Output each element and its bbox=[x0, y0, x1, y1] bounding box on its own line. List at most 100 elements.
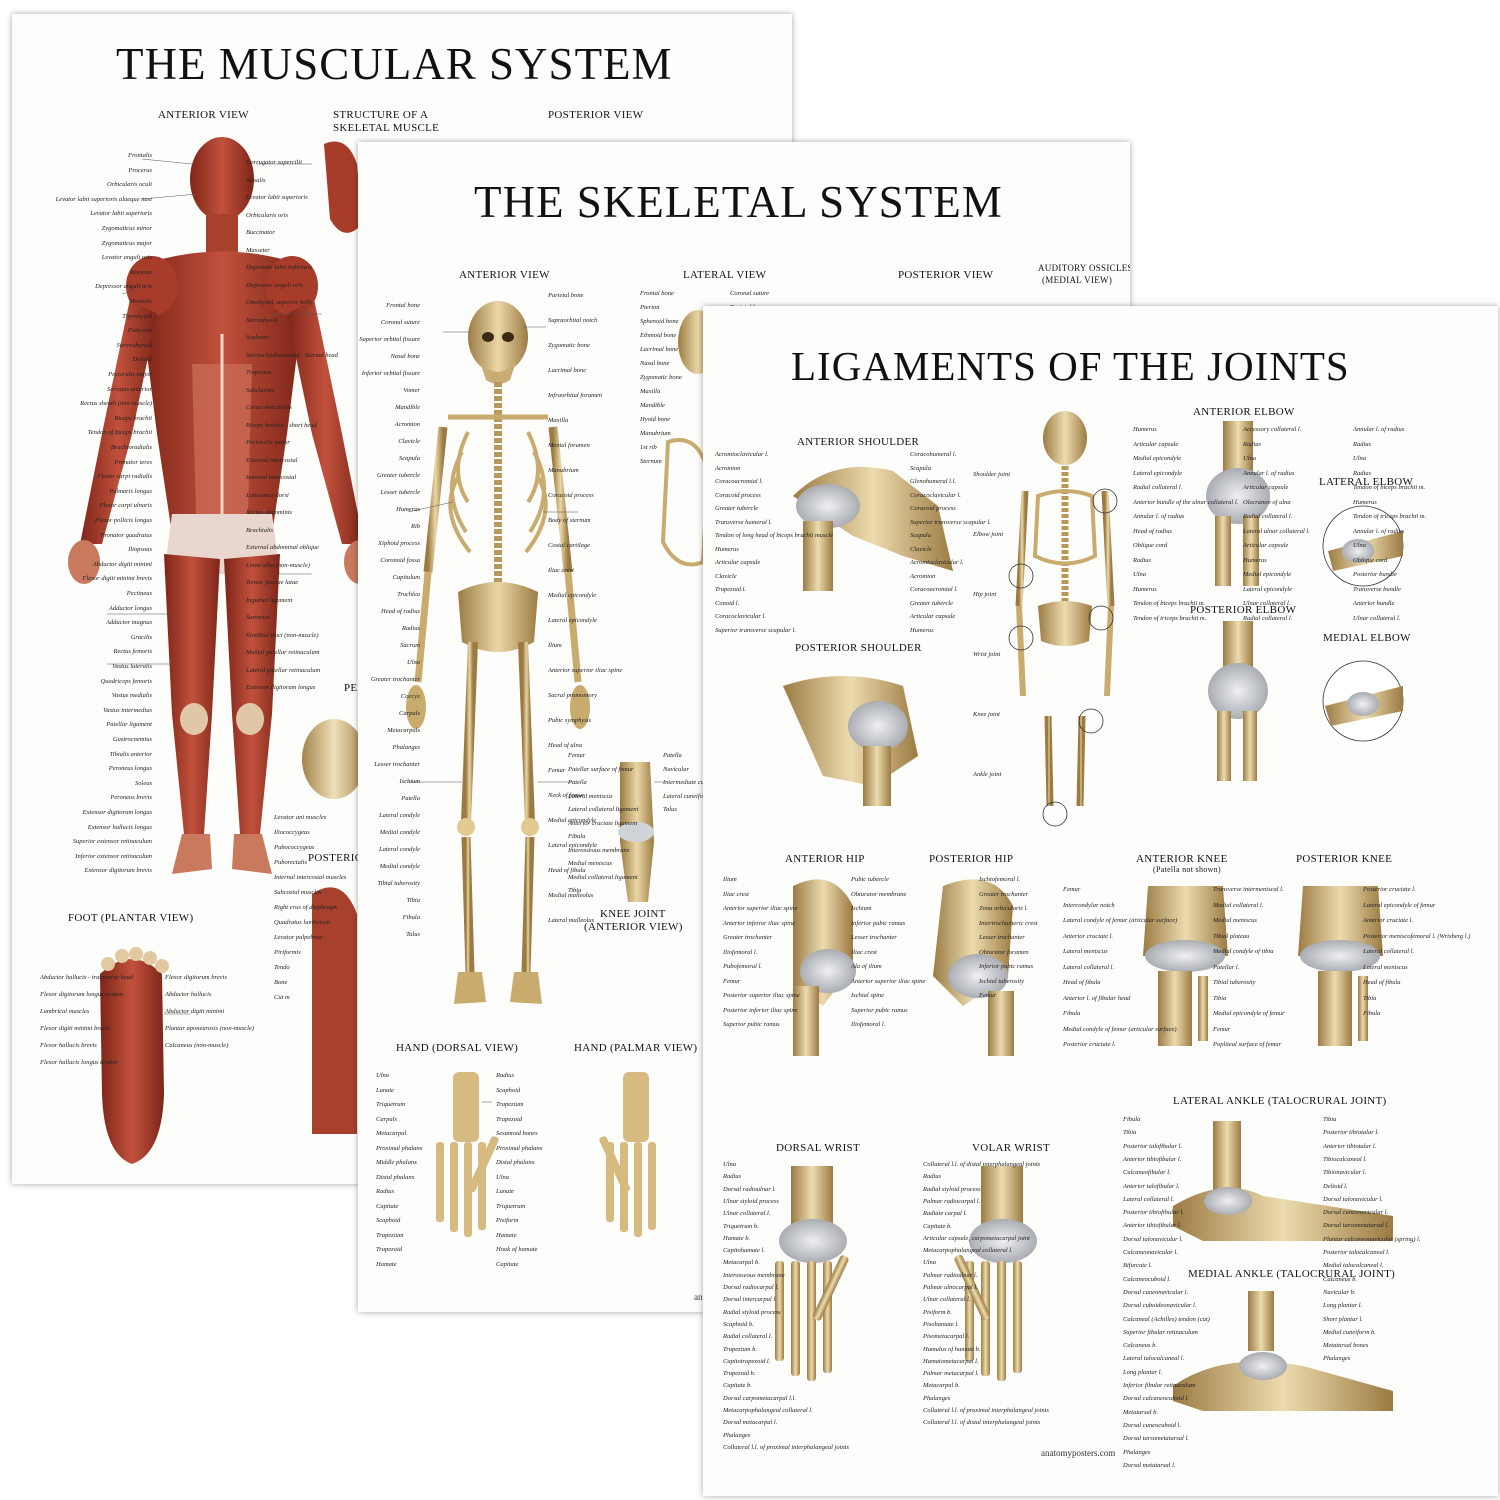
ligament-label: Anterior bundle of the ulnar collateral … bbox=[1133, 498, 1239, 506]
ligament-label: Short plantar l. bbox=[1323, 1315, 1363, 1323]
ligament-label: Ischiofemoral l. bbox=[979, 876, 1021, 883]
ligament-label: Anterior talofibular l. bbox=[1123, 1182, 1180, 1190]
ligaments-skeleton-figure bbox=[1008, 411, 1118, 827]
bone-label: Trapezium bbox=[496, 1101, 524, 1108]
ligament-label: Collateral l.l. of proximal interphalang… bbox=[923, 1407, 1049, 1414]
muscle-label: Serratus anterior bbox=[107, 385, 152, 393]
muscle-label: Tibialis anterior bbox=[109, 750, 152, 758]
ligament-label: Fibula bbox=[1363, 1010, 1381, 1017]
ligament-label: Metacarpal b. bbox=[723, 1259, 760, 1267]
ligament-label: Calcaneal (Achilles) tendon (cut) bbox=[1123, 1315, 1210, 1323]
muscle-label: Gastrocnemius bbox=[112, 736, 152, 743]
humerus-right bbox=[548, 426, 573, 573]
skeletal-ossicles-heading: AUDITORY OSSICLES bbox=[1038, 263, 1130, 273]
ligament-label: Head of fibula bbox=[1363, 979, 1401, 986]
hand-dorsal-figure bbox=[436, 1072, 499, 1237]
pelvic-bone bbox=[302, 719, 366, 799]
muscle-label: Flexor carpi radialis bbox=[97, 473, 152, 481]
ligament-label: Anterior cruciate l. bbox=[1063, 932, 1114, 940]
bone-label: Lateral meniscus bbox=[568, 792, 613, 800]
ligament-label: Hamatometacarpal l. bbox=[923, 1357, 979, 1365]
ligament-label: Calcaneus b. bbox=[1323, 1275, 1357, 1283]
bone-label: Parietal bone bbox=[548, 292, 584, 299]
bone-label: Lacrimal bone bbox=[640, 346, 679, 353]
ligament-label: Bifurcate l. bbox=[1123, 1262, 1153, 1270]
anterior-knee-figure bbox=[1143, 886, 1228, 1046]
bone-label: Mental foramen bbox=[548, 442, 590, 449]
bone-label: Medial epicondyle bbox=[548, 817, 597, 824]
muscle-label: Extensor hallucis longus bbox=[87, 823, 152, 831]
bone-label: Zygomatic bone bbox=[548, 342, 590, 349]
ligament-label: Long plantar l. bbox=[1323, 1302, 1363, 1310]
ligament-label: Superior transverse scapular l. bbox=[910, 518, 991, 526]
bone-label: Medial meniscus bbox=[568, 860, 612, 867]
ligament-label: Scaphoid b. bbox=[723, 1320, 754, 1328]
ligament-label: Scapula bbox=[910, 532, 931, 539]
volar-wrist-heading: VOLAR WRIST bbox=[972, 1142, 1050, 1154]
muscular-structure-heading: STRUCTURE OF A bbox=[333, 109, 429, 121]
ligament-label: Deltoid l. bbox=[1323, 1182, 1348, 1190]
patella-right bbox=[521, 818, 539, 836]
muscle-label: Internal intercostal muscles bbox=[274, 874, 347, 881]
ligament-label: Ulna bbox=[1353, 542, 1366, 549]
bone-label: Middle phalanx bbox=[376, 1159, 417, 1166]
muscle-label: Mentalis bbox=[129, 298, 152, 305]
bone-label: Phalanges bbox=[392, 744, 420, 751]
ligament-label: Dorsal tarsometatarsal l. bbox=[1123, 1435, 1189, 1443]
bone-label: Nasal bone bbox=[640, 360, 670, 367]
bone-label: Greater trochanter bbox=[370, 676, 420, 683]
muscle-label: Quadriceps femoris bbox=[100, 677, 152, 685]
ligament-label: Posterior cruciate l. bbox=[1063, 1041, 1116, 1048]
ligament-label: Posterior talocalcaneal l. bbox=[1323, 1249, 1390, 1256]
dorsal-wrist-figure bbox=[775, 1166, 849, 1381]
knee-right bbox=[236, 703, 264, 735]
bone-label: Radius bbox=[401, 625, 420, 632]
tibia-left bbox=[461, 836, 475, 973]
plantar-toes bbox=[101, 947, 169, 973]
ligament-label: Acromioclavicular l. bbox=[715, 451, 769, 458]
ligament-label: Dorsal cuneocuboid l. bbox=[1123, 1421, 1181, 1429]
muscle-label: Subclavius bbox=[246, 386, 275, 394]
muscle-label: Zygomaticus minor bbox=[101, 225, 152, 232]
ligament-label: Metatarsal b. bbox=[1123, 1408, 1159, 1416]
bone-label: Anterior superior iliac spine bbox=[548, 667, 623, 674]
hand-bones-right bbox=[570, 685, 590, 729]
ligament-label: Femur bbox=[1213, 1025, 1231, 1033]
ligament-label: Humerus bbox=[910, 626, 934, 634]
ligament-label: Zona orbicularis l. bbox=[979, 905, 1028, 912]
muscle-label: Zygomaticus major bbox=[101, 239, 152, 247]
muscle-label: Sartorius bbox=[246, 614, 271, 621]
muscle-label: Inguinal ligament bbox=[246, 596, 293, 604]
ligament-label: Anterior bundle bbox=[1353, 600, 1395, 607]
ligament-label: Collateral l.l. of distal interphalangea… bbox=[923, 1419, 1041, 1427]
bone-label: Radius bbox=[376, 1188, 395, 1195]
ligament-label: Articular capsule bbox=[1243, 484, 1289, 491]
ligament-label: Ulnar collateral l. bbox=[723, 1210, 771, 1218]
ligament-label: Calcaneonavicular l. bbox=[1123, 1249, 1178, 1256]
ligament-label: Pisohamate l. bbox=[923, 1320, 959, 1328]
ligament-label: Transverse intermeniscal l. bbox=[1213, 886, 1284, 893]
muscle-neck bbox=[206, 214, 238, 254]
bone-label: Talus bbox=[406, 931, 420, 938]
muscle-label: Brachioradialis bbox=[110, 444, 152, 451]
ligament-label: Accessory collateral l. bbox=[1243, 426, 1302, 433]
ligament-label: Greater tubercle bbox=[910, 599, 954, 607]
ligament-label: Intercondylar notch bbox=[1063, 901, 1115, 909]
ligament-label: Dorsal cuboideonavicular l. bbox=[1123, 1302, 1197, 1310]
bone-label: 1st rib bbox=[640, 444, 657, 451]
ligament-label: Lateral meniscus bbox=[1063, 948, 1108, 955]
muscle-label: Frontalis bbox=[128, 152, 152, 159]
bone-label: Lateral epicondyle bbox=[548, 842, 597, 849]
muscle-label: Tensor fasciae latae bbox=[246, 579, 299, 586]
posterior-shoulder-figure bbox=[783, 676, 918, 806]
ligament-label: Posterior bundle bbox=[1353, 571, 1397, 578]
ligament-label: Tibia bbox=[1213, 994, 1227, 1002]
muscle-label: Flexor digitorum longus tendon bbox=[40, 991, 123, 998]
muscle-label: Corrugator supercilii bbox=[246, 159, 302, 166]
medial-elbow-figure bbox=[1322, 660, 1404, 742]
muscle-label: Vastus intermedius bbox=[103, 706, 152, 714]
muscle-label: Depressor labii inferioris bbox=[246, 264, 313, 271]
muscle-label: Flexor digiti minimi brevis bbox=[82, 575, 152, 583]
ligament-label: Dorsal talonavicular l. bbox=[1123, 1235, 1183, 1243]
ligament-label: Lateral meniscus bbox=[1363, 963, 1408, 971]
